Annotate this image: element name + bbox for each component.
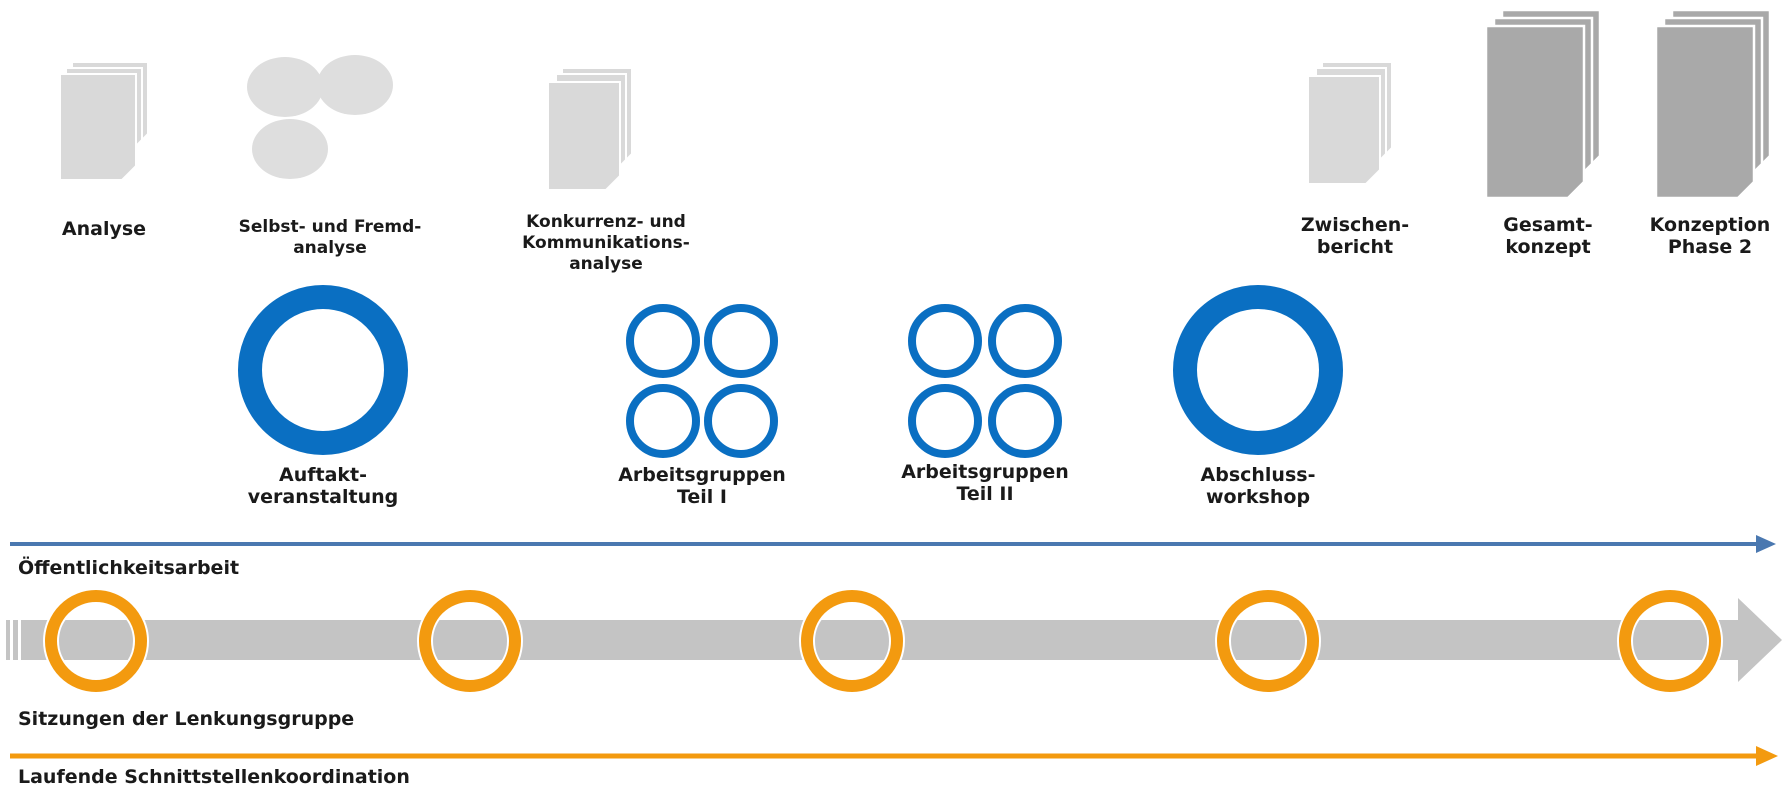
meeting-ring-icons: [44, 589, 1722, 693]
lenkungsgruppe-band-arrow: [6, 598, 1782, 682]
document-stack-icon-gesamtkonzept: [1484, 8, 1602, 200]
label-gesamtkonzept: Gesamt- konzept: [1503, 214, 1593, 258]
label-abschluss: Abschluss- workshop: [1200, 464, 1316, 508]
label-arbeitsgruppen-2: Arbeitsgruppen Teil II: [901, 461, 1069, 505]
document-stack-icon-zwischenbericht: [1307, 61, 1393, 185]
event-ring-icon-abschluss: [1173, 285, 1343, 455]
label-konkurrenzanalyse: Konkurrenz- und Kommunikations- analyse: [522, 212, 690, 274]
schnittstellen-arrow: [10, 746, 1778, 766]
label-auftakt: Auftakt- veranstaltung: [247, 464, 399, 508]
label-lenkungsgruppe: Sitzungen der Lenkungsgruppe: [18, 708, 355, 730]
document-stack-icon-analyse: [59, 61, 149, 181]
label-zwischenbericht: Zwischen- bericht: [1300, 214, 1410, 258]
label-selbst-fremdanalyse: Selbst- und Fremd- analyse: [238, 217, 422, 258]
label-arbeitsgruppen-1: Arbeitsgruppen Teil I: [618, 464, 786, 508]
oeffentlichkeit-arrow: [10, 535, 1776, 553]
label-oeffentlichkeitsarbeit: Öffentlichkeitsarbeit: [18, 557, 240, 579]
label-schnittstellenkoordination: Laufende Schnittstellenkoordination: [18, 766, 410, 788]
event-ring-group-icon-ag2: [908, 304, 1062, 458]
label-konzeption-phase2: Konzeption Phase 2: [1649, 214, 1771, 258]
event-ring-icon-auftakt: [238, 285, 408, 455]
label-analyse: Analyse: [61, 218, 147, 240]
event-ring-group-icon-ag1: [626, 304, 778, 458]
people-bubbles-icon: [247, 55, 393, 179]
document-stack-icon-konzeption: [1654, 8, 1772, 200]
document-stack-icon-konkurrenz: [547, 67, 633, 191]
